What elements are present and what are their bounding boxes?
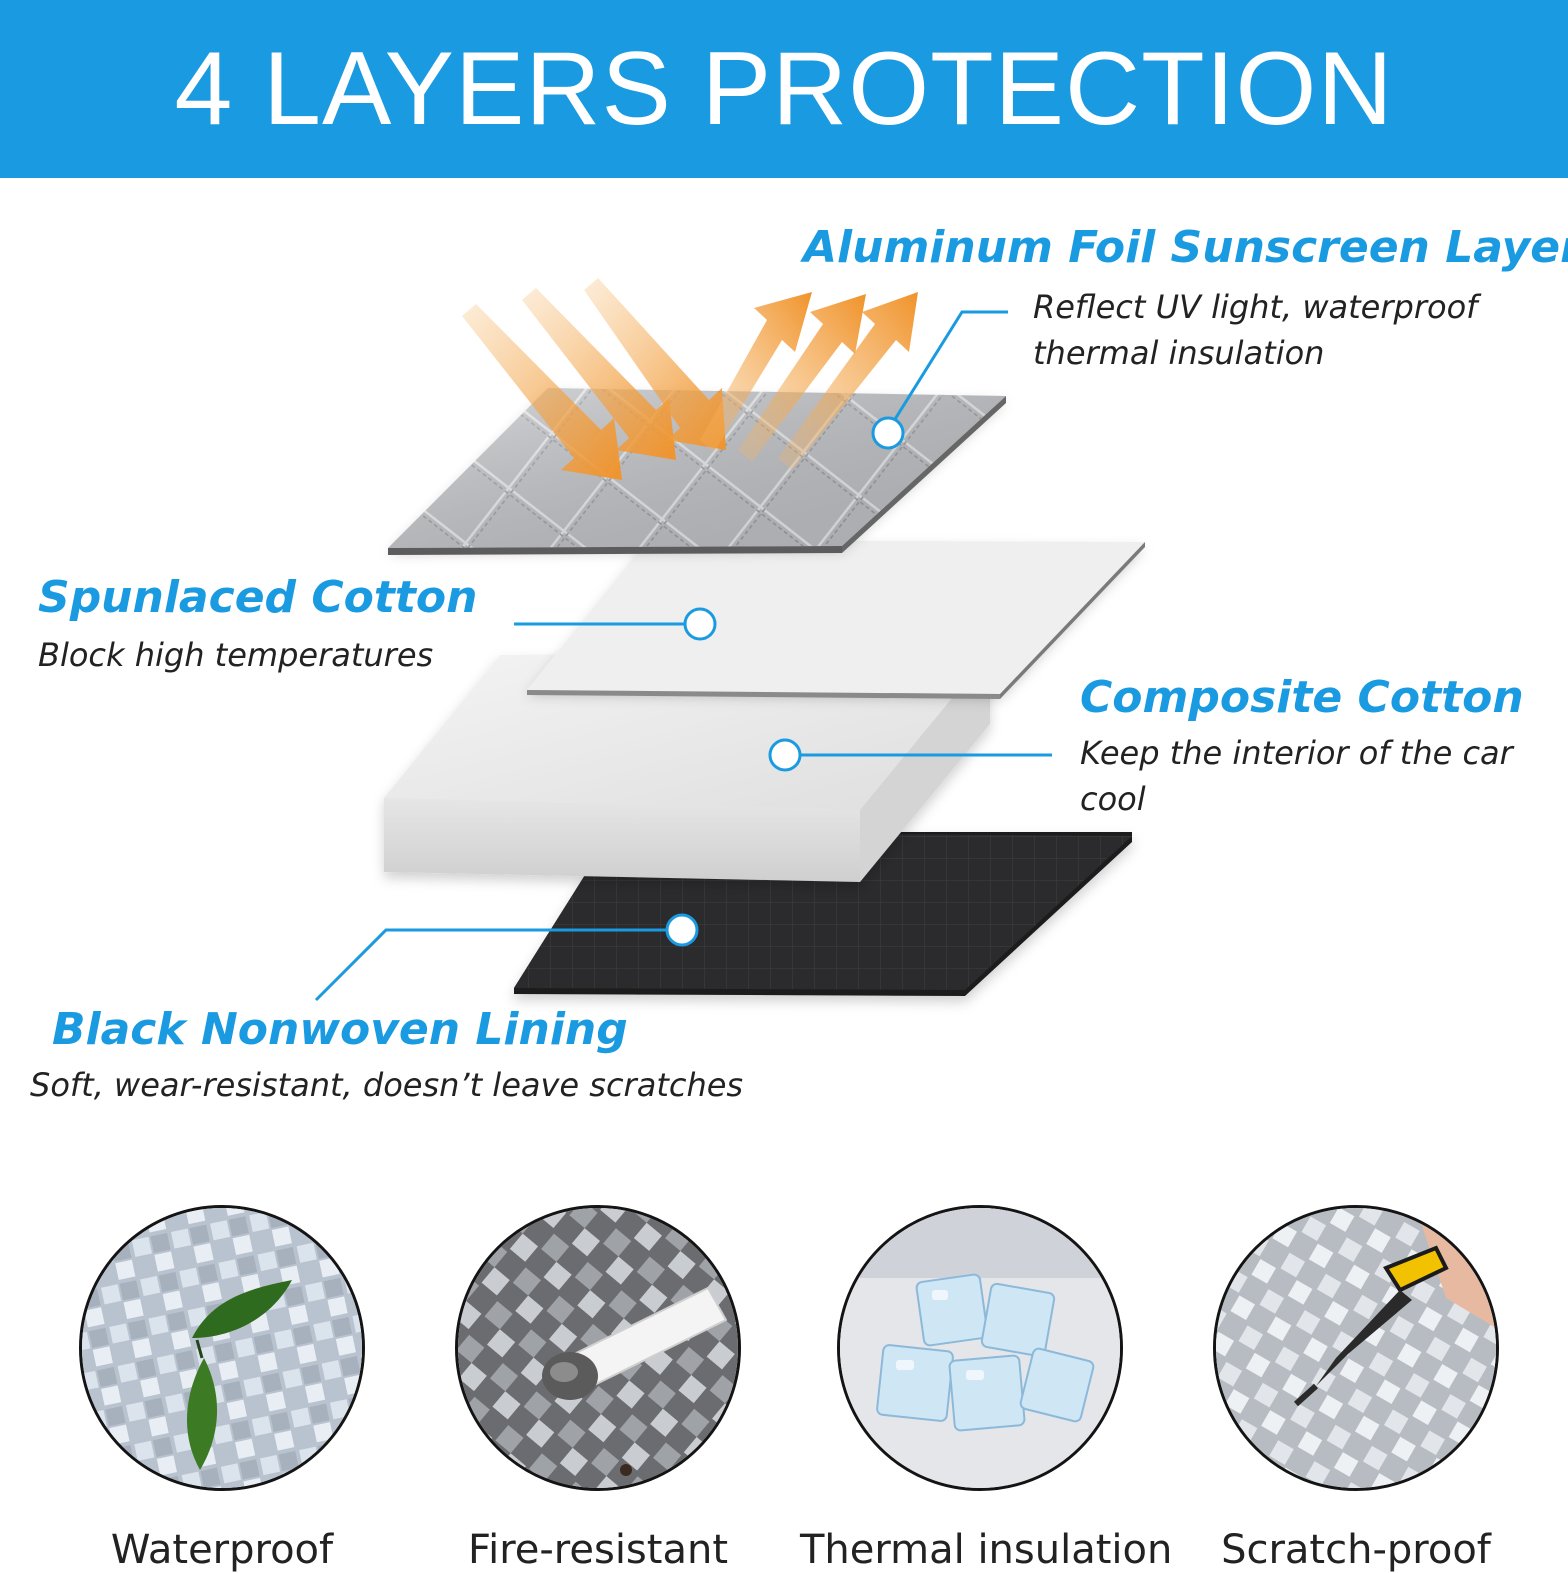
aluminum-foil-layer [388, 388, 1006, 555]
layer-description: Reflect UV light, waterproof thermal ins… [1033, 288, 1478, 372]
label-black-lining: Black Nonwoven Lining Soft, wear-resista… [30, 1008, 830, 1108]
layer-title: Spunlaced Cotton [38, 572, 478, 623]
feature-thermal-insulation: Thermal insulation [800, 1205, 1173, 1573]
feature-scratch-proof: Scratch-proof [1176, 1205, 1536, 1573]
feature-label: Scratch-proof [1221, 1527, 1491, 1573]
layer-description: Soft, wear-resistant, doesn’t leave scra… [30, 1066, 744, 1104]
feature-label: Thermal insulation [800, 1527, 1173, 1573]
label-spunlaced-cotton: Spunlaced Cotton Block high temperatures [38, 576, 508, 678]
reflection-arrows-icon [462, 278, 918, 480]
page-title: 4 LAYERS PROTECTION [174, 31, 1394, 147]
feature-label: Waterproof [110, 1527, 334, 1573]
pliers-on-foil-icon [1213, 1205, 1499, 1491]
layers-diagram [314, 278, 1145, 1002]
callout-composite [768, 738, 1052, 772]
callout-spunlaced [514, 607, 717, 641]
header-banner: 4 LAYERS PROTECTION [0, 0, 1568, 178]
leaf-on-foil-icon [79, 1205, 365, 1491]
layer-title: Composite Cotton [1080, 672, 1524, 723]
layer-description: Keep the interior of the car cool [1080, 734, 1513, 818]
label-aluminum-foil: Aluminum Foil Sunscreen Layer Reflect UV… [803, 222, 1568, 376]
cigarette-on-foil-icon [455, 1205, 741, 1491]
callout-foil [871, 310, 1008, 450]
layer-title: Aluminum Foil Sunscreen Layer [803, 222, 1568, 273]
layer-description: Block high temperatures [38, 636, 434, 674]
feature-waterproof: Waterproof [42, 1205, 402, 1573]
spunlaced-cotton-layer [527, 540, 1145, 699]
layer-title: Black Nonwoven Lining [52, 1004, 628, 1055]
label-composite-cotton: Composite Cotton Keep the interior of th… [1080, 676, 1550, 822]
callout-lining [314, 913, 699, 1002]
feature-label: Fire-resistant [467, 1527, 729, 1573]
ice-cubes-icon [837, 1205, 1123, 1491]
feature-fire-resistant: Fire-resistant [418, 1205, 778, 1573]
